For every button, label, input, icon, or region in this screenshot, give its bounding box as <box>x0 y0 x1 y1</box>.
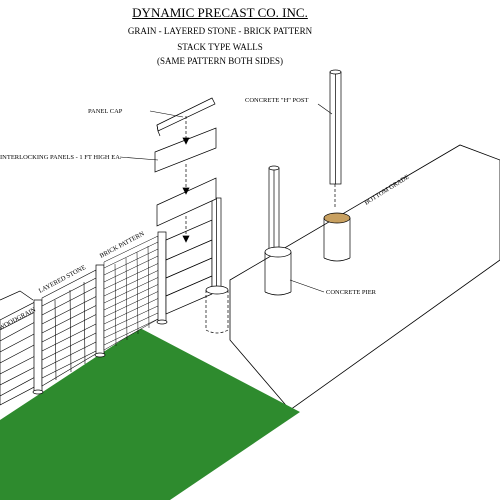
both-sides-note: (SAME PATTERN BOTH SIDES) <box>157 56 283 66</box>
h-post <box>94 264 106 358</box>
h-post <box>32 299 44 395</box>
panel-cap <box>156 97 216 137</box>
concrete-pier-label: CONCRETE PIER <box>326 289 377 296</box>
woodgrain-wall <box>0 290 39 406</box>
interlocking-panels-label: INTERLOCKING PANELS - 1 FT HIGH EA. <box>0 154 122 161</box>
company-title: DYNAMIC PRECAST CO. INC. <box>132 5 308 20</box>
concrete-pier <box>205 285 229 334</box>
concrete-pier <box>264 246 292 296</box>
pattern-subtitle: GRAIN - LAYERED STONE - BRICK PATTERN <box>127 26 313 36</box>
h-post <box>268 165 280 251</box>
grade-plane <box>229 144 500 411</box>
brick-pattern-wall <box>103 235 161 351</box>
leader-lines <box>119 103 333 293</box>
assembly-arrows <box>182 116 190 243</box>
wall-type-subtitle: STACK TYPE WALLS <box>177 42 263 52</box>
h-post <box>211 197 222 291</box>
concrete-pier <box>323 212 351 262</box>
panel-cap-label: PANEL CAP <box>88 108 123 115</box>
layered-stone-wall <box>41 269 100 387</box>
grass-area <box>0 328 300 500</box>
h-post <box>329 69 342 185</box>
interlocking-panel <box>154 127 217 173</box>
h-post <box>156 231 168 325</box>
concrete-h-post-label: CONCRETE "H" POST <box>245 97 308 104</box>
bottom-grade-label: BOTTOM GRADE <box>363 174 410 207</box>
stacked-panels <box>165 219 213 315</box>
interlocking-panel <box>156 177 217 227</box>
